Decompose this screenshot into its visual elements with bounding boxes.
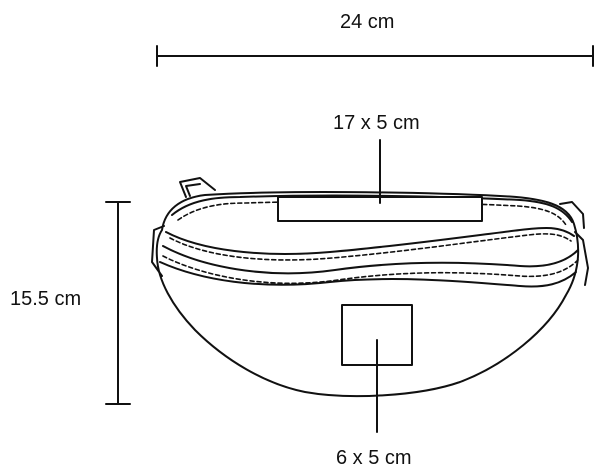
- lower-seam: [159, 261, 577, 288]
- strap-right: [559, 201, 589, 286]
- bottom-pocket-label: 6 x 5 cm: [336, 447, 412, 469]
- middle-seam-stitch: [162, 255, 579, 285]
- top-zipper: [171, 194, 573, 223]
- front-pocket-label: 17 x 5 cm: [333, 112, 420, 134]
- width-dimension-line: [156, 45, 594, 67]
- upper-seam: [165, 226, 575, 255]
- height-label: 15.5 cm: [10, 288, 82, 310]
- width-label: 24 cm: [340, 11, 395, 33]
- middle-seam: [162, 245, 579, 275]
- bag-body: [155, 191, 580, 398]
- upper-seam-stitch: [169, 233, 572, 261]
- height-dimension-line: [105, 201, 131, 405]
- strap-left: [151, 177, 216, 277]
